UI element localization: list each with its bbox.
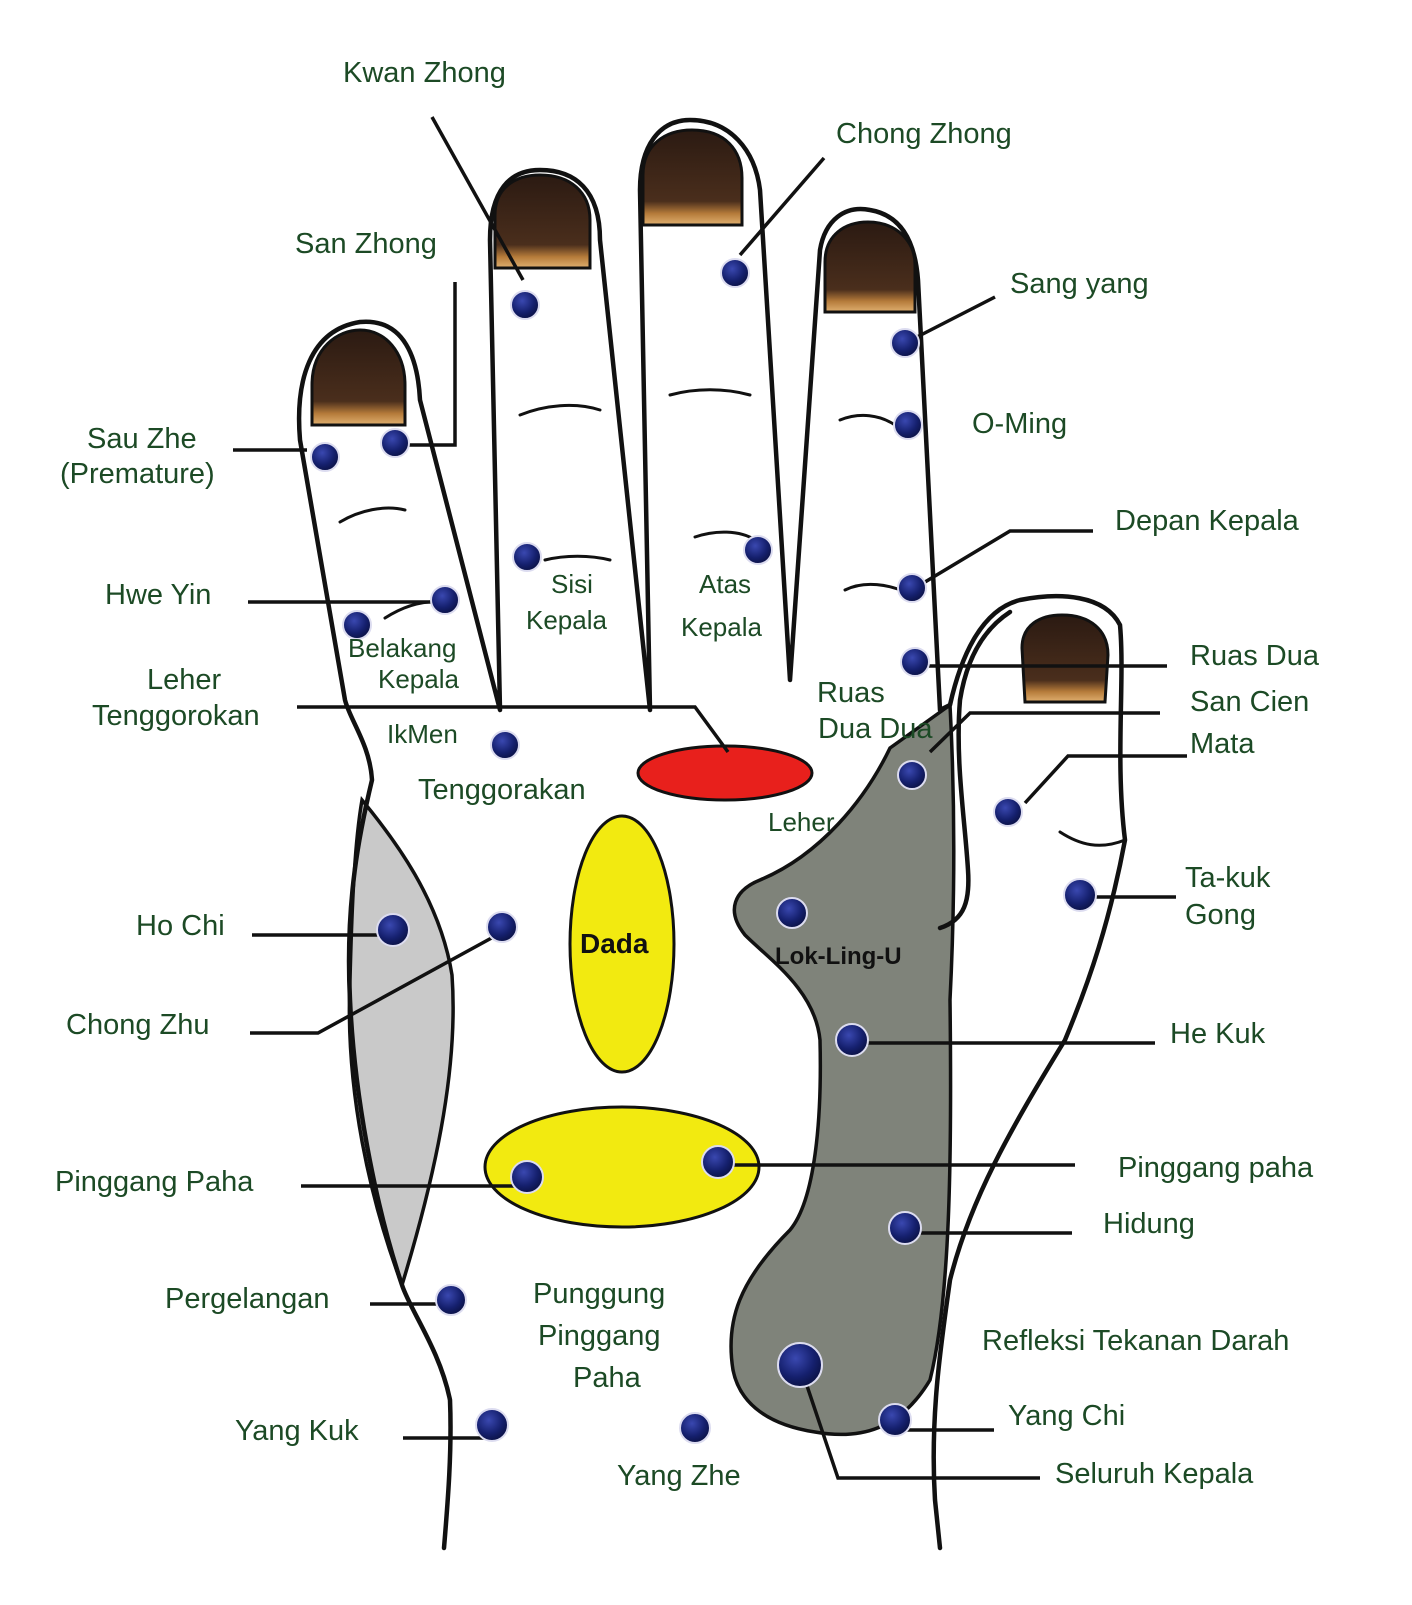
point-hwe-yin bbox=[430, 585, 460, 615]
label-sisi: Sisi bbox=[551, 569, 593, 599]
label-kwan-zhong: Kwan Zhong bbox=[343, 57, 506, 89]
label-refleksi: Refleksi Tekanan Darah bbox=[982, 1325, 1289, 1357]
point-sau-zhe bbox=[310, 442, 340, 472]
point-sang-yang bbox=[890, 328, 920, 358]
point-san-zhong bbox=[380, 428, 410, 458]
nail-ring bbox=[493, 173, 592, 270]
right-edge-zone bbox=[729, 701, 956, 1437]
label-ta-kuk-1: Ta-kuk bbox=[1185, 862, 1271, 894]
label-atas-kepala: Kepala bbox=[681, 612, 762, 642]
label-punggung-2: Pinggang bbox=[538, 1320, 661, 1352]
label-sau-zhe: Sau Zhe bbox=[87, 423, 197, 455]
label-pinggang-paha-left: Pinggang Paha bbox=[55, 1166, 254, 1198]
label-depan-kepala: Depan Kepala bbox=[1115, 505, 1300, 537]
acupoints bbox=[310, 258, 1097, 1444]
label-o-ming: O-Ming bbox=[972, 408, 1067, 440]
point-sisi-kepala bbox=[512, 542, 542, 572]
throat-zone bbox=[636, 744, 814, 802]
point-ho-chi bbox=[376, 913, 410, 947]
label-san-cien: San Cien bbox=[1190, 686, 1309, 718]
hand-outline bbox=[296, 117, 1128, 1551]
crease-little bbox=[338, 506, 407, 524]
point-pergelangan bbox=[435, 1284, 467, 1316]
point-mata bbox=[993, 797, 1023, 827]
nail-little bbox=[310, 328, 407, 427]
point-atas-kepala bbox=[743, 535, 773, 565]
nail-thumb bbox=[1020, 613, 1110, 704]
chest-zone bbox=[568, 814, 676, 1074]
point-hidung bbox=[888, 1211, 922, 1245]
point-seluruh-kepala bbox=[777, 1342, 823, 1388]
crease-ring bbox=[518, 403, 602, 417]
label-pergelangan: Pergelangan bbox=[165, 1283, 329, 1315]
nail-middle bbox=[641, 128, 744, 227]
label-pinggang-paha-right: Pinggang paha bbox=[1118, 1152, 1314, 1184]
label-san-zhong: San Zhong bbox=[295, 228, 437, 260]
point-chong-zhong bbox=[720, 258, 750, 288]
label-leher: Leher bbox=[768, 807, 835, 837]
label-lok-ling-u: Lok-Ling-U bbox=[775, 943, 902, 970]
leader-lines bbox=[233, 116, 1187, 1480]
label-he-kuk: He Kuk bbox=[1170, 1018, 1266, 1050]
crease-index-2 bbox=[843, 582, 907, 594]
crease-middle-2 bbox=[693, 530, 757, 542]
label-yang-kuk: Yang Kuk bbox=[235, 1415, 359, 1447]
point-ta-kuk-gong bbox=[1063, 878, 1097, 912]
label-tenggorokan: Tenggorokan bbox=[92, 700, 260, 732]
left-edge-zone bbox=[347, 795, 455, 1291]
nail-index bbox=[823, 220, 917, 314]
label-atas: Atas bbox=[699, 569, 751, 599]
labels: Kwan Zhong Chong Zhong San Zhong Sang ya… bbox=[55, 57, 1320, 1492]
crease-thumb bbox=[1058, 830, 1127, 847]
label-seluruh-kepala: Seluruh Kepala bbox=[1055, 1458, 1254, 1490]
label-sisi-kepala: Kepala bbox=[526, 605, 607, 635]
point-lok-ling-u bbox=[776, 897, 808, 929]
point-he-kuk bbox=[835, 1023, 869, 1057]
point-yang-chi bbox=[878, 1403, 912, 1437]
point-chong-zhu bbox=[486, 911, 518, 943]
point-kwan-zhong bbox=[510, 290, 540, 320]
crease-index bbox=[838, 413, 897, 427]
crease-ring-2 bbox=[543, 554, 612, 562]
label-sau-zhe-note: (Premature) bbox=[60, 458, 215, 490]
label-chong-zhong: Chong Zhong bbox=[836, 118, 1012, 150]
label-hidung: Hidung bbox=[1103, 1208, 1195, 1240]
label-ruas-dua-dua-2: Dua Dua bbox=[818, 713, 933, 745]
label-punggung-3: Paha bbox=[573, 1362, 642, 1394]
label-sang-yang: Sang yang bbox=[1010, 268, 1149, 300]
label-ho-chi: Ho Chi bbox=[136, 910, 225, 942]
hip-zone bbox=[483, 1105, 761, 1229]
point-ikmen bbox=[490, 730, 520, 760]
thumb-inner-contour bbox=[937, 609, 1013, 931]
point-ruas-dua bbox=[900, 647, 930, 677]
point-yang-kuk bbox=[475, 1408, 509, 1442]
crease-middle bbox=[668, 388, 752, 397]
label-ta-kuk-2: Gong bbox=[1185, 899, 1256, 931]
label-punggung-1: Punggung bbox=[533, 1278, 665, 1310]
point-pinggang-paha-right bbox=[701, 1145, 735, 1179]
label-hwe-yin: Hwe Yin bbox=[105, 579, 211, 611]
label-belakang: Belakang bbox=[348, 633, 456, 663]
label-mata: Mata bbox=[1190, 728, 1255, 760]
label-dada: Dada bbox=[580, 928, 649, 959]
label-yang-zhe: Yang Zhe bbox=[617, 1460, 741, 1492]
point-o-ming bbox=[893, 410, 923, 440]
point-san-cien bbox=[897, 760, 927, 790]
label-belakang-kepala: Kepala bbox=[378, 664, 459, 694]
point-pinggang-paha-left bbox=[510, 1160, 544, 1194]
label-leher-title: Leher bbox=[147, 664, 222, 696]
point-belakang-kepala bbox=[342, 610, 372, 640]
label-tenggorakan: Tenggorakan bbox=[418, 774, 586, 806]
label-ruas-dua: Ruas Dua bbox=[1190, 640, 1320, 672]
label-ikmen: IkMen bbox=[387, 719, 458, 749]
label-yang-chi: Yang Chi bbox=[1008, 1400, 1125, 1432]
point-depan-kepala bbox=[897, 573, 927, 603]
point-yang-zhe bbox=[679, 1412, 711, 1444]
label-ruas-dua-dua-1: Ruas bbox=[817, 677, 885, 709]
label-chong-zhu: Chong Zhu bbox=[66, 1009, 210, 1041]
